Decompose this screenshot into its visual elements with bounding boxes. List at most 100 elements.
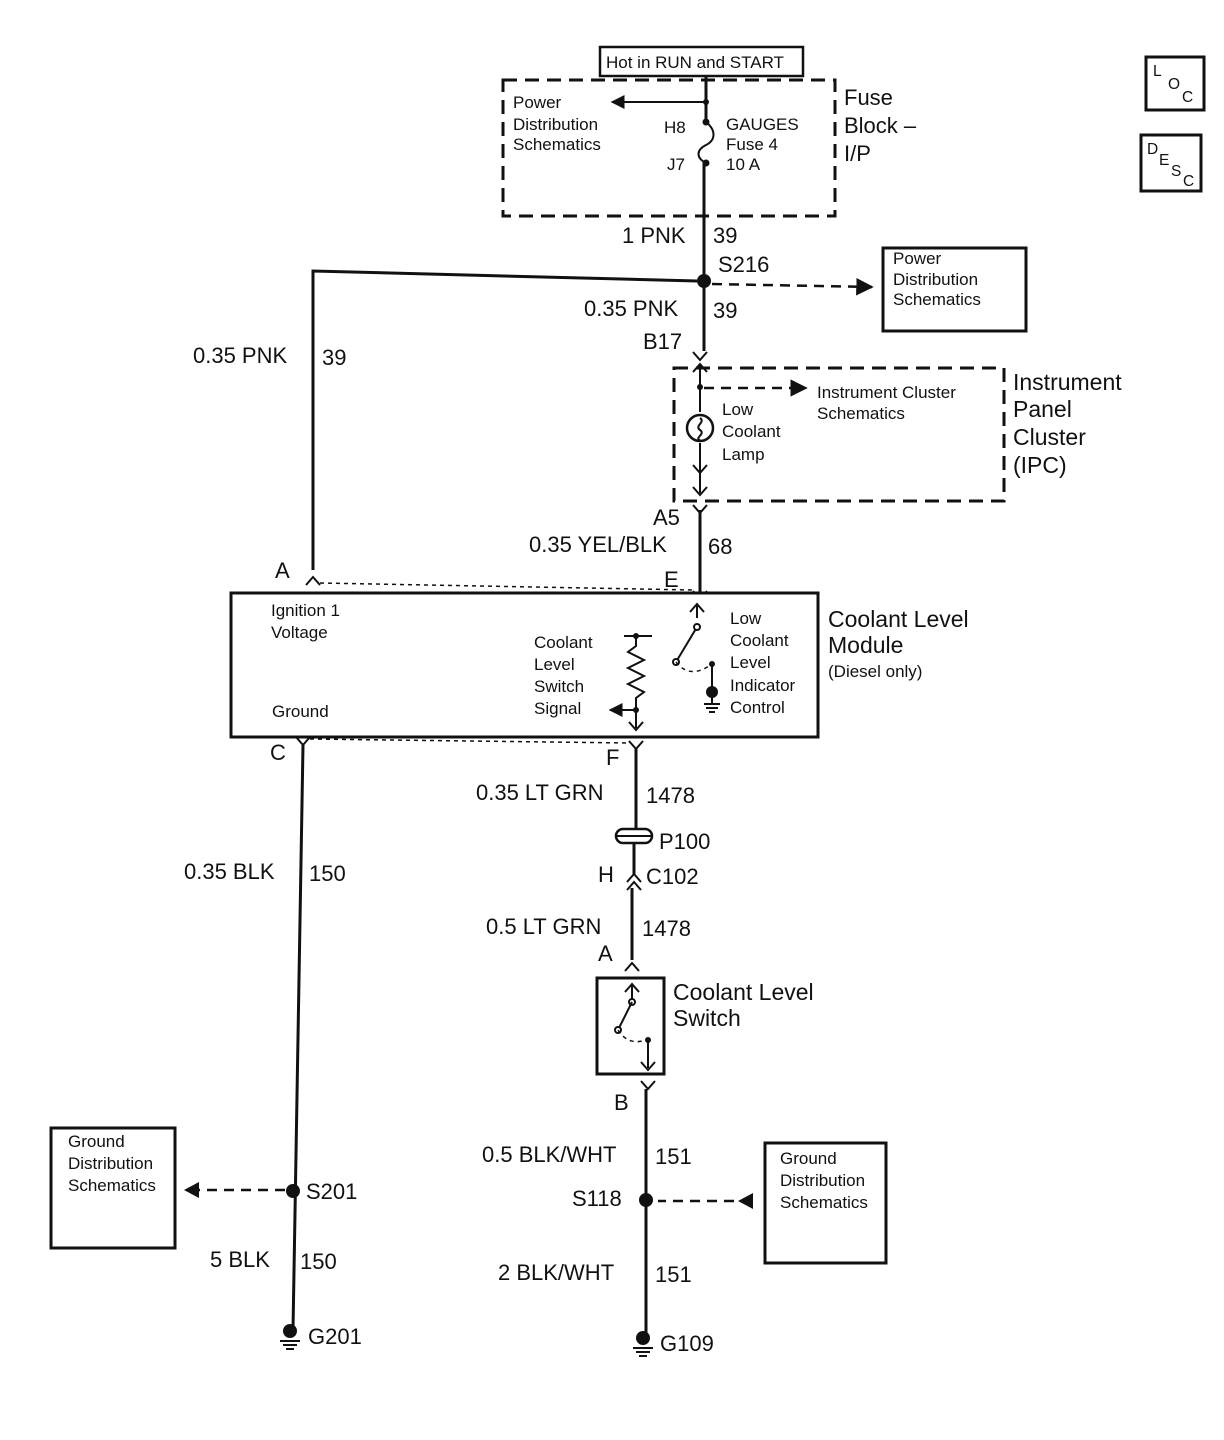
label-module-title-1: Module (828, 632, 903, 658)
label-module-switch_signal-3: Signal (534, 699, 581, 718)
label-module-title-0: Coolant Level (828, 606, 969, 632)
fuse-icon (697, 121, 715, 164)
label-power_dist_box-2: Schematics (893, 290, 981, 309)
label-wires-conn_to_switch-gauge: 0.5 LT GRN (486, 914, 601, 939)
label-module-pins-f: F (606, 745, 619, 770)
label-header-desc_btn-1: E (1159, 152, 1169, 169)
label-module-ign_label-1: Voltage (271, 623, 328, 642)
label-power_dist_box-0: Power (893, 249, 942, 268)
label-connector-p100: P100 (659, 829, 710, 854)
label-switch-title-1: Switch (673, 1005, 741, 1031)
label-header-desc_btn-0: D (1147, 141, 1158, 158)
label-header-loc_btn-1: O (1168, 76, 1180, 93)
label-ipc-ref-0: Instrument Cluster (817, 383, 956, 402)
label-grounds-left_ground: G201 (308, 1324, 362, 1349)
indicator-switch-icon (675, 626, 698, 663)
label-grounds-right_ground: G109 (660, 1331, 714, 1356)
power-distribution-box[interactable]: Power Distribution Schematics (881, 246, 1028, 333)
label-wires-module_to_conn-gauge: 0.35 LT GRN (476, 780, 604, 805)
label-module-pins-a: A (275, 558, 290, 583)
hot-in-run-start-label: Hot in RUN and START (598, 45, 805, 78)
label-header-loc_btn-2: C (1182, 89, 1193, 106)
label-wires-splice_s216: S216 (718, 252, 769, 277)
label-module-indicator-2: Level (730, 653, 771, 672)
label-module-indicator-1: Coolant (730, 631, 789, 650)
label-switch-pin_a: A (598, 941, 613, 966)
label-wires-splice_to_ground_left-gauge: 5 BLK (210, 1247, 270, 1272)
label-wires-splice_to_ground_left-circuit: 150 (300, 1249, 337, 1274)
label-fuse_block-pd_label-1: Distribution (513, 115, 598, 134)
label-module-indicator-0: Low (730, 609, 762, 628)
label-wires-module_ground-circuit: 150 (309, 861, 346, 886)
pull-up-resistor-icon (625, 636, 647, 710)
label-wires-splice_to_ground_right-gauge: 2 BLK/WHT (498, 1260, 614, 1285)
label-wires-conn_to_switch-circuit: 1478 (642, 916, 691, 941)
splice-s216 (697, 274, 711, 288)
label-module-indicator-3: Indicator (730, 676, 796, 695)
ground-distribution-box-right[interactable]: Ground Distribution Schematics (763, 1141, 888, 1265)
label-module-subtitle: (Diesel only) (828, 662, 922, 681)
label-module-ign_label-0: Ignition 1 (271, 601, 340, 620)
label-wires-ipc_in-circuit: 39 (713, 298, 737, 323)
label-fuse_block-pd_label-0: Power (513, 93, 562, 112)
label-fuse_block-pin_bottom: J7 (667, 155, 685, 174)
label-header-desc_btn-2: S (1171, 163, 1181, 180)
label-ipc-title-1: Panel (1013, 396, 1072, 422)
splice-s201 (286, 1184, 300, 1198)
label-header-loc_btn-0: L (1153, 63, 1162, 80)
label-wires-fuse_out-gauge: 1 PNK (622, 223, 686, 248)
label-switch-pin_b: B (614, 1090, 629, 1115)
label-grounds-right_box-2: Schematics (780, 1193, 868, 1212)
label-ipc-title-3: (IPC) (1013, 452, 1067, 478)
label-ipc-lamp-2: Lamp (722, 445, 765, 464)
label-module-switch_signal-0: Coolant (534, 633, 593, 652)
label-wires-fuse_out-circuit: 39 (713, 223, 737, 248)
low-coolant-lamp-icon (685, 413, 715, 443)
label-module-ground_label: Ground (272, 702, 329, 721)
desc-button[interactable]: D E S C (1139, 133, 1203, 193)
loc-button[interactable]: L O C (1144, 55, 1206, 112)
float-switch-icon (617, 1001, 633, 1031)
label-wires-ipc_out-circuit: 68 (708, 534, 732, 559)
label-wires-switch_to_splice-circuit: 151 (655, 1144, 692, 1169)
label-connector-pin_h: H (598, 862, 614, 887)
label-ipc-title-0: Instrument (1013, 369, 1122, 395)
instrument-panel-cluster: Instrument Panel Cluster (IPC) Instrumen… (672, 351, 1122, 515)
coolant-level-switch: Coolant Level Switch (595, 976, 814, 1076)
label-wires-ipc_in-gauge: 0.35 PNK (584, 296, 678, 321)
label-ipc-pin_out: A5 (653, 505, 680, 530)
label-switch-title-0: Coolant Level (673, 979, 814, 1005)
label-ipc-title-2: Cluster (1013, 424, 1086, 450)
label-grounds-left_splice: S201 (306, 1179, 357, 1204)
label-fuse_block-title-2: I/P (844, 141, 871, 166)
label-wires-splice_to_ground_right-circuit: 151 (655, 1262, 692, 1287)
label-grounds-right_splice: S118 (572, 1186, 622, 1211)
ground-distribution-box-left[interactable]: Ground Distribution Schematics (49, 1126, 177, 1250)
label-module-switch_signal-2: Switch (534, 677, 584, 696)
coolant-level-module: Coolant Level Module (Diesel only) Ignit… (229, 591, 969, 739)
ground-g109-icon (633, 1331, 653, 1357)
label-wires-left_feed-gauge: 0.35 PNK (193, 343, 287, 368)
label-fuse_block-fuse_label-2: 10 A (726, 155, 761, 174)
label-fuse_block-pin_top: H8 (664, 118, 686, 137)
ground-g201-icon (280, 1324, 300, 1350)
label-module-switch_signal-1: Level (534, 655, 575, 674)
label-grounds-left_box-0: Ground (68, 1132, 125, 1151)
label-wires-module_to_conn-circuit: 1478 (646, 783, 695, 808)
label-fuse_block-fuse_label-1: Fuse 4 (726, 135, 778, 154)
label-grounds-left_box-1: Distribution (68, 1154, 153, 1173)
splice-s118 (639, 1193, 653, 1207)
label-ipc-lamp-1: Coolant (722, 422, 781, 441)
connector-p100 (614, 827, 654, 845)
label-connector-c102: C102 (646, 864, 699, 889)
label-header-desc_btn-3: C (1183, 173, 1194, 190)
label-module-indicator-4: Control (730, 698, 785, 717)
label-fuse_block-pd_label-2: Schematics (513, 135, 601, 154)
label-ipc-pin_in: B17 (643, 329, 682, 354)
label-wires-switch_to_splice-gauge: 0.5 BLK/WHT (482, 1142, 616, 1167)
label-module-pins-c: C (270, 740, 286, 765)
label-fuse_block-title-0: Fuse (844, 85, 893, 110)
label-wires-module_ground-gauge: 0.35 BLK (184, 859, 275, 884)
label-header-hot_label: Hot in RUN and START (606, 53, 784, 72)
